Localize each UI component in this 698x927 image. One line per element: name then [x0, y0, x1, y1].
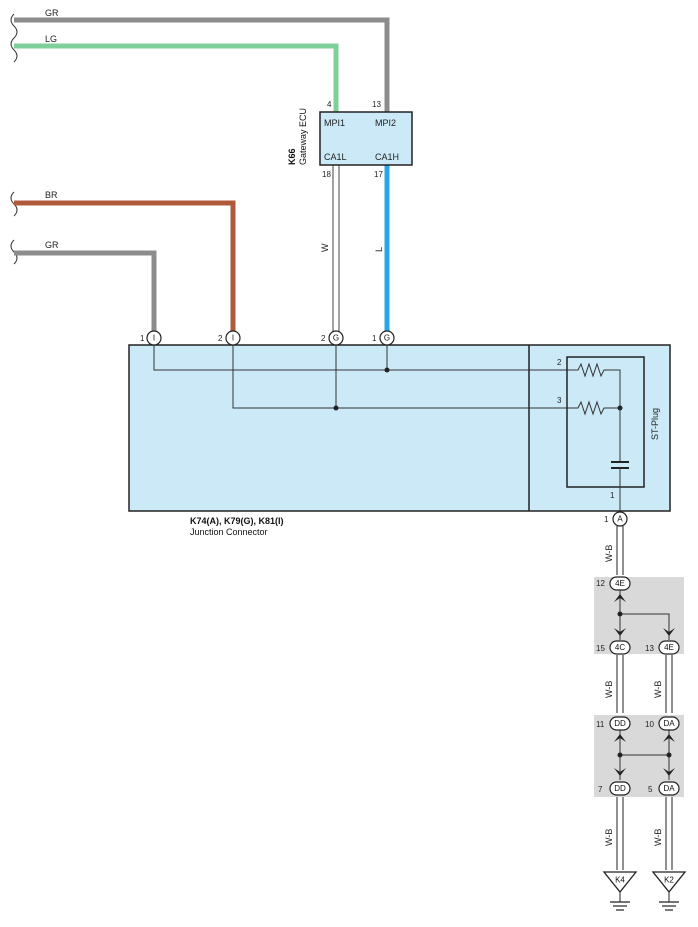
conn-dd-11: 11 DD	[596, 716, 631, 731]
svg-text:I: I	[232, 334, 234, 343]
svg-text:G: G	[333, 334, 339, 343]
svg-text:DA: DA	[663, 719, 675, 728]
svg-text:I: I	[153, 334, 155, 343]
splice-lower-dot-r	[666, 752, 672, 758]
svg-text:1: 1	[604, 515, 609, 524]
label-ca1h: CA1H	[375, 152, 399, 162]
svg-text:K2: K2	[664, 876, 674, 885]
chevron-down-2	[663, 628, 675, 636]
conn-4e-13: 13 4E	[645, 640, 680, 655]
wire-label-gr-mid: GR	[45, 240, 59, 250]
svg-text:13: 13	[645, 644, 654, 653]
pin-i-2: 2 I	[218, 330, 241, 346]
st-plug-pin1: 1	[610, 491, 615, 500]
wire-gr-top	[14, 17, 390, 112]
label-ca1l: CA1L	[324, 152, 347, 162]
wire-gr-mid	[14, 250, 157, 332]
wb-label-2: W-B	[604, 681, 614, 698]
label-mpi2: MPI2	[375, 118, 396, 128]
st-plug-box	[566, 356, 645, 488]
svg-text:G: G	[384, 334, 390, 343]
conn-da-5: 5 DA	[648, 781, 680, 796]
svg-text:DA: DA	[663, 784, 675, 793]
internal-bus-1	[153, 339, 567, 371]
wire-label-gr-top: GR	[45, 8, 59, 18]
gateway-id: K66	[287, 148, 297, 165]
st-plug-label: ST-Plug	[650, 408, 660, 440]
svg-text:4C: 4C	[615, 643, 625, 652]
chevron-down-3	[614, 768, 626, 776]
svg-text:K4: K4	[615, 876, 625, 885]
pin-g-1: 1 G	[372, 330, 395, 346]
chevron-down-4	[663, 768, 675, 776]
pin-g-2: 2 G	[321, 330, 344, 346]
pin-i-1: 1 I	[140, 330, 162, 346]
chevron-up-1	[614, 594, 626, 602]
wire-break-gr-top	[10, 13, 18, 63]
svg-text:DD: DD	[614, 719, 626, 728]
wire-label-w: W	[320, 243, 330, 252]
svg-text:1: 1	[140, 334, 145, 343]
wb-label-4: W-B	[653, 681, 663, 698]
wb-label-1: W-B	[604, 545, 614, 562]
wb-label-3: W-B	[604, 829, 614, 846]
conn-4e-12: 12 4E	[596, 576, 631, 591]
svg-text:2: 2	[218, 334, 223, 343]
conn-da-10: 10 DA	[645, 716, 680, 731]
splice-upper-branch	[620, 613, 670, 640]
svg-text:5: 5	[648, 785, 653, 794]
st-plug-pin2: 2	[557, 358, 562, 367]
svg-text:11: 11	[596, 720, 605, 729]
wire-label-lg: LG	[45, 34, 57, 44]
chevron-up-2	[614, 734, 626, 742]
svg-text:A: A	[617, 515, 623, 524]
gateway-name: Gateway ECU	[298, 108, 308, 165]
label-mpi1: MPI1	[324, 118, 345, 128]
junction-dot-1	[384, 367, 390, 373]
junction-connector-box	[128, 344, 671, 512]
svg-text:4E: 4E	[664, 643, 674, 652]
st-plug-pin3: 3	[557, 396, 562, 405]
chevron-down-1	[614, 628, 626, 636]
pin-a-1: 1 A	[604, 511, 628, 527]
ground-k4: K4	[602, 871, 638, 911]
pin-ca1h-num: 17	[374, 170, 383, 179]
svg-text:15: 15	[596, 644, 605, 653]
resistor-2	[567, 400, 620, 416]
wire-label-br: BR	[45, 190, 58, 200]
svg-text:1: 1	[372, 334, 377, 343]
svg-text:12: 12	[596, 579, 605, 588]
wire-label-l: L	[374, 247, 384, 252]
splice-upper-dot	[617, 611, 623, 617]
junction-dot-2	[333, 405, 339, 411]
svg-text:10: 10	[645, 720, 654, 729]
svg-text:DD: DD	[614, 784, 626, 793]
pin-mpi1-num: 4	[327, 100, 332, 109]
junction-subtitle: Junction Connector	[190, 527, 268, 537]
junction-title: K74(A), K79(G), K81(I)	[190, 516, 284, 526]
wire-lg	[14, 43, 339, 112]
svg-text:2: 2	[321, 334, 326, 343]
svg-text:4E: 4E	[615, 579, 625, 588]
pin-ca1l-num: 18	[322, 170, 331, 179]
ground-k2: K2	[651, 871, 687, 911]
wire-br	[14, 200, 236, 332]
svg-text:7: 7	[598, 785, 603, 794]
wb-label-5: W-B	[653, 829, 663, 846]
resistor-1	[567, 362, 621, 408]
gateway-ecu-box	[319, 111, 413, 166]
pin-mpi2-num: 13	[372, 100, 381, 109]
internal-bus-2	[232, 339, 567, 409]
splice-lower-dot-l	[617, 752, 623, 758]
conn-dd-7: 7 DD	[598, 781, 631, 796]
conn-4c-15: 15 4C	[596, 640, 631, 655]
chevron-up-3	[663, 734, 675, 742]
